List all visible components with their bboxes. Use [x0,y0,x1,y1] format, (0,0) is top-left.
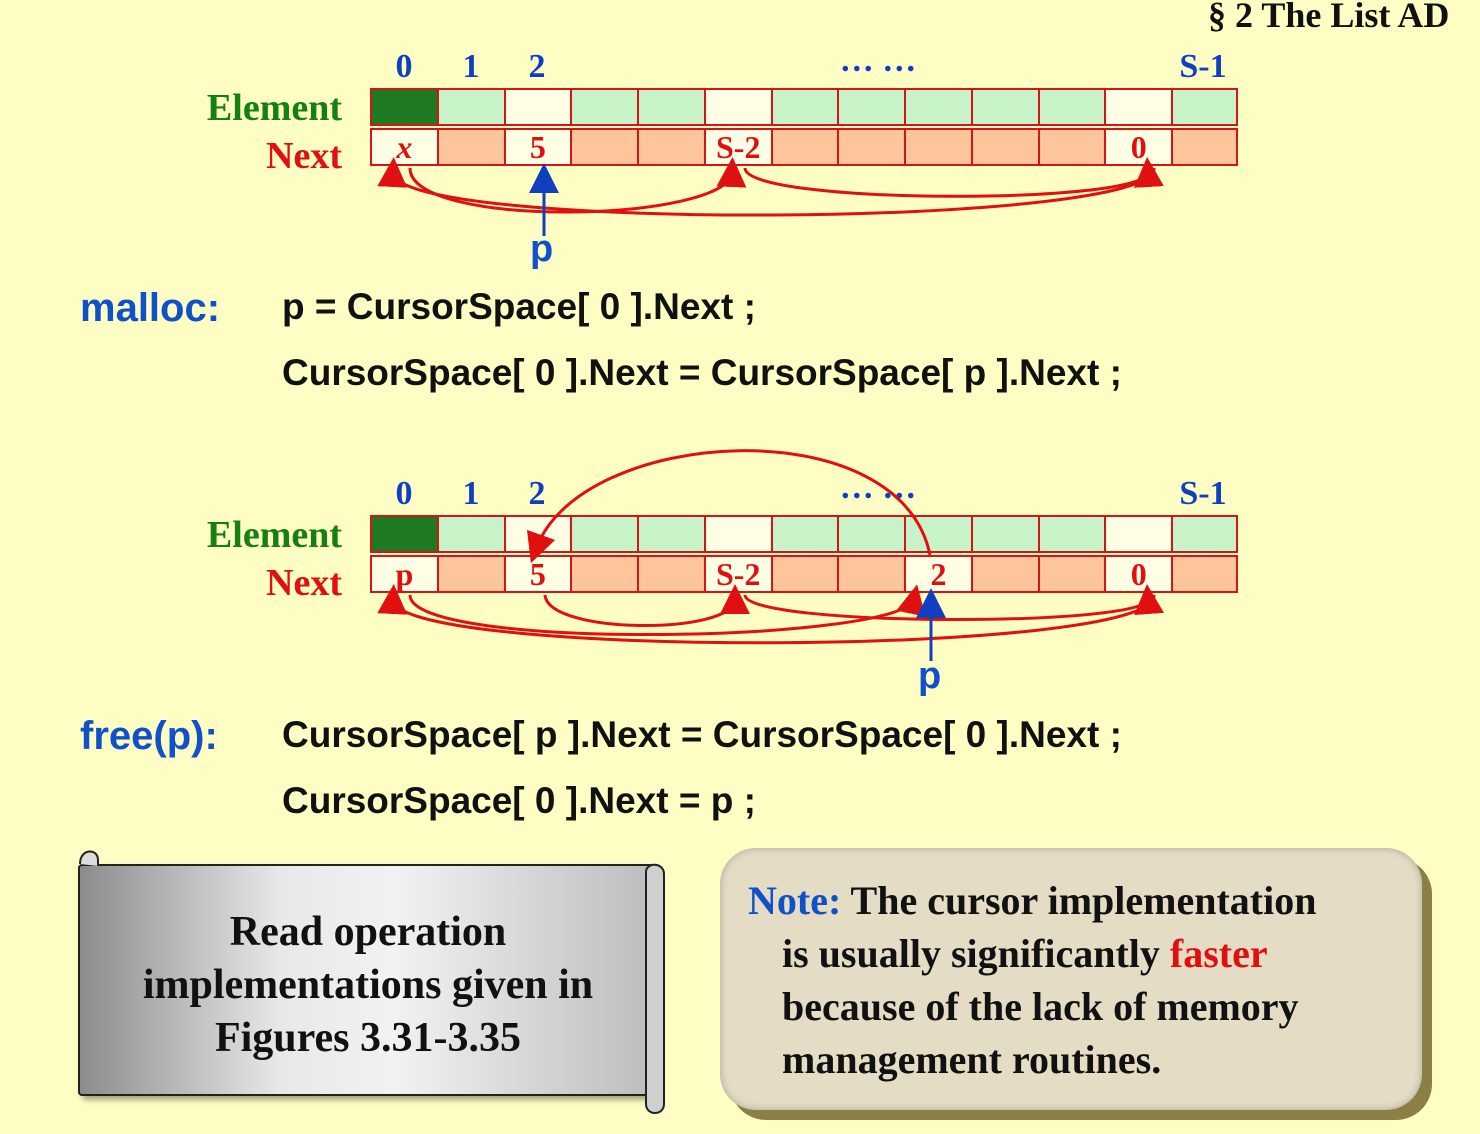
index-0: 0 [395,475,413,512]
element-row [370,88,1238,126]
link-arrows [377,157,1164,236]
pointer-label: p [918,655,942,697]
element-cell [1104,88,1172,126]
note-line-2: is usually significantly [782,931,1170,976]
element-cell [637,515,704,553]
malloc-code-line-1: p = CursorSpace[ 0 ].Next ; [282,286,756,327]
malloc-code-line-2: CursorSpace[ 0 ].Next = CursorSpace[ p ]… [282,352,1122,393]
pointer-label: p [530,228,554,270]
next-cell [1171,128,1238,166]
reading-scroll: Read operation implementations given in … [78,864,654,1096]
link-arrow [743,584,1164,621]
next-cell [637,128,704,166]
next-cell [570,555,638,593]
cursor-diagram-malloc: 0 1 2 … … S-1 Element Next x 5 S-2 [0,0,1480,280]
next-cell [637,555,704,593]
free-code-line-1: CursorSpace[ p ].Next = CursorSpace[ 0 ]… [282,714,1122,755]
element-cell [370,88,437,126]
next-cell [1171,555,1238,593]
index-s-1: S-1 [1179,475,1227,512]
cursor-diagram-free: 0 1 2 … … S-1 Element Next p 5 S-2 [0,427,1480,707]
index-1: 1 [462,475,480,512]
next-cell [837,128,905,166]
element-cell [570,88,638,126]
note-box: Note: The cursor implementation is usual… [720,848,1422,1110]
next-cell [970,555,1038,593]
link-arrow [408,157,747,214]
next-cell [770,555,838,593]
element-cell [970,88,1038,126]
next-row: x 5 S-2 0 [370,128,1238,166]
index-2: 2 [528,48,546,85]
element-cell [370,515,437,553]
element-cell [1037,515,1105,553]
scroll-line: Figures 3.31-3.35 [214,1015,522,1061]
element-cell [837,88,905,126]
element-cell [1104,515,1172,553]
link-arrow [377,157,1156,217]
index-s-1: S-1 [1179,48,1227,85]
element-cell [970,515,1038,553]
next-cell [1037,128,1105,166]
note-highlight: faster [1169,931,1268,976]
index-ellipsis: … … [839,469,917,506]
element-cell [904,88,971,126]
note-text: Note: The cursor implementation is usual… [748,874,1408,1086]
link-arrow [743,157,1164,198]
index-0: 0 [395,48,413,85]
next-cell [570,128,638,166]
scroll-line: implementations given in [142,962,594,1008]
link-arrow [543,584,750,627]
link-arrows [377,449,1164,661]
note-line-4: management routines. [782,1037,1162,1082]
next-cell [1037,555,1105,593]
note-line-3: because of the lack of memory [782,984,1299,1029]
element-cell [1171,515,1238,553]
element-cell [436,88,504,126]
element-cell [436,515,504,553]
link-arrow [527,449,932,564]
element-cell [1037,88,1105,126]
element-row-label: Element [206,514,342,556]
note-line-1: The cursor implementation [841,878,1317,923]
next-cell [904,128,971,166]
element-cell [570,515,638,553]
scroll-line: Read operation [229,909,507,955]
scroll-curls [79,850,665,1114]
index-ellipsis: … … [839,42,917,79]
index-2: 2 [528,475,546,512]
scroll-text: Read operation implementations given in … [80,906,656,1065]
next-cell [436,128,504,166]
note-prefix: Note: [748,878,842,923]
free-code-line-2: CursorSpace[ 0 ].Next = p ; [282,780,756,821]
link-arrow [377,584,1156,645]
element-row-label: Element [206,87,342,129]
malloc-label: malloc: [80,286,221,330]
index-1: 1 [462,48,480,85]
element-cell [703,88,771,126]
next-cell [970,128,1038,166]
element-cell [837,515,905,553]
next-cell [770,128,838,166]
link-arrow [408,584,926,637]
next-row-label: Next [266,562,342,604]
next-cell [837,555,905,593]
element-cell [770,88,838,126]
next-cell [436,555,504,593]
section-title: § 2 The List AD [1208,0,1450,35]
element-cell [1171,88,1238,126]
element-cell [637,88,704,126]
element-cell [503,88,571,126]
next-cell: 5 [503,128,571,166]
element-cell [703,515,771,553]
free-label: free(p): [80,714,218,758]
element-cell [770,515,838,553]
next-row-label: Next [266,135,342,177]
